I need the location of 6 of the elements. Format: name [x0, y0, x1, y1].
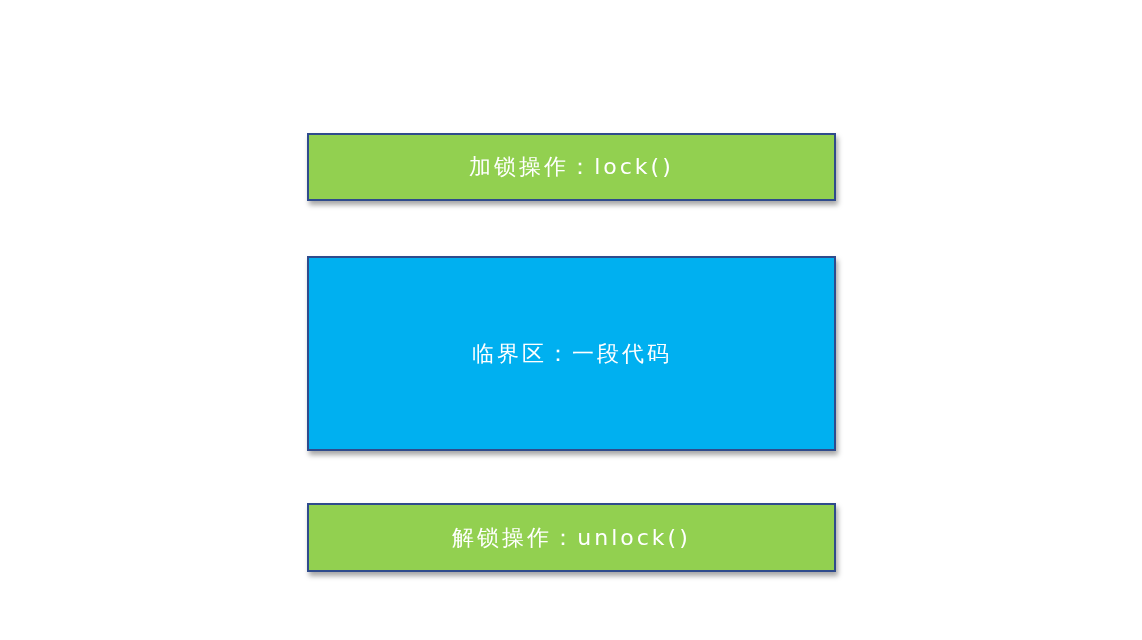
- box-label: 加锁操作：lock(): [469, 153, 674, 181]
- process-box: [307, 133, 836, 201]
- process-box: [307, 503, 836, 572]
- box-label: 解锁操作：unlock(): [452, 523, 691, 552]
- process-box: [307, 256, 836, 451]
- box-label: 临界区：一段代码: [471, 339, 672, 368]
